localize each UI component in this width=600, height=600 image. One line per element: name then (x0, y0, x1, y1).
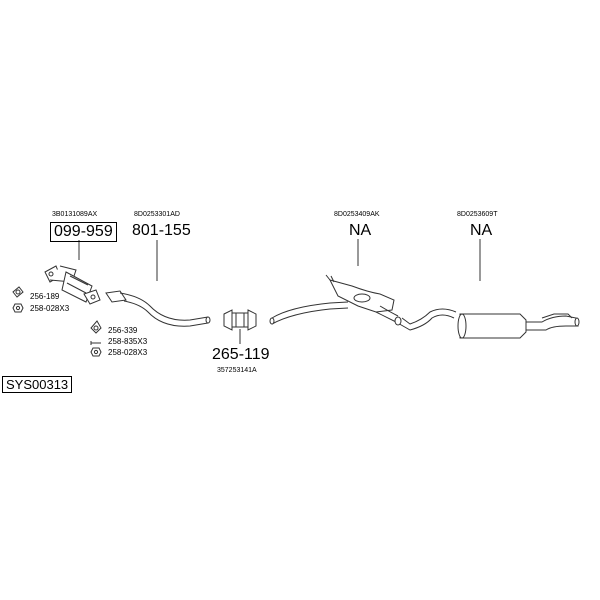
system-code: SYS00313 (2, 376, 73, 393)
part-number-rear-silencer[interactable]: NA (470, 222, 493, 239)
front-pipe (105, 290, 211, 327)
oe-number-front-pipe: 8D0253301AD (134, 211, 180, 218)
hardware-front-bolt[interactable]: 258-835X3 (108, 337, 148, 346)
part-number-front-pipe[interactable]: 801-155 (132, 222, 191, 239)
part-number-clamp[interactable]: 265-119 (212, 346, 270, 363)
nut-icon-front (90, 347, 102, 357)
middle-silencer (269, 274, 399, 325)
part-number-cat[interactable]: 099-959 (50, 222, 117, 242)
nut-icon-cat (12, 303, 24, 313)
hardware-cat-nut[interactable]: 258-028X3 (30, 304, 70, 313)
hardware-front-gasket[interactable]: 256-339 (108, 326, 138, 335)
oe-number-cat: 3B0131089AX (52, 211, 98, 218)
catalytic-converter (44, 265, 101, 305)
oe-number-middle-silencer: 8D0253409AK (334, 211, 380, 218)
bolt-icon-front (90, 341, 101, 345)
gasket-icon-front (90, 320, 102, 334)
hardware-front-nut[interactable]: 258-028X3 (108, 348, 148, 357)
pipe-clamp (223, 309, 257, 331)
rear-silencer (394, 308, 580, 339)
part-number-middle-silencer[interactable]: NA (349, 222, 372, 239)
oe-number-clamp: 357253141A (217, 367, 257, 374)
oe-number-rear-silencer: 8D0253609T (457, 211, 498, 218)
gasket-icon-cat (12, 286, 24, 298)
hardware-cat-gasket[interactable]: 256-189 (30, 292, 60, 301)
